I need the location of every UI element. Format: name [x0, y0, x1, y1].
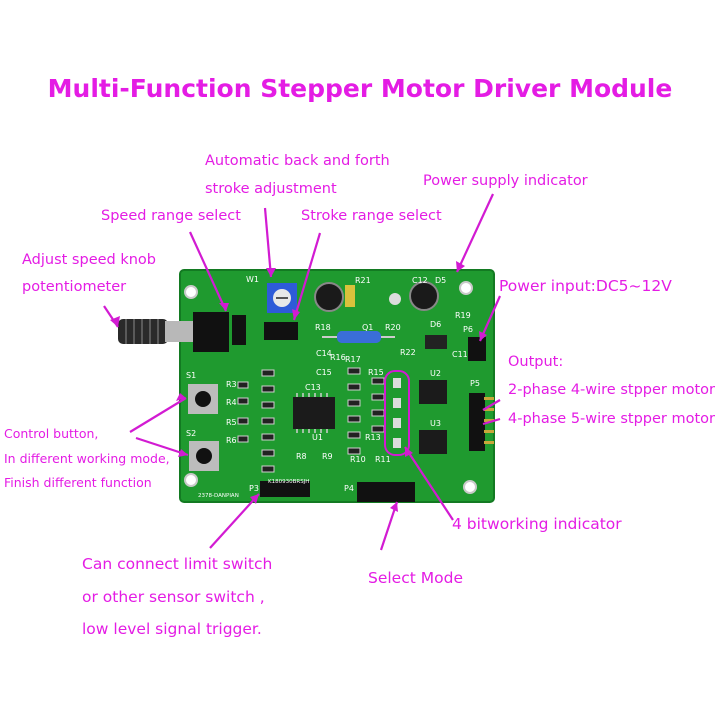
silk-r6: R6: [226, 436, 237, 445]
label-power-input: Power input:DC5~12V: [499, 277, 672, 295]
label-4-bitworking-indicator: 4 bitworking indicator: [452, 515, 622, 533]
capacitor: [409, 281, 439, 311]
silk-r18: R18: [315, 323, 331, 332]
diode: [345, 285, 355, 307]
silk-r4: R4: [226, 398, 237, 407]
silk-s2: S2: [186, 429, 196, 438]
silk-c13: C13: [305, 383, 321, 392]
label-adjust-speed-knob-line1: Adjust speed knob: [22, 252, 157, 268]
header-p3: [260, 481, 310, 497]
label-auto-back-forth-line2: stroke adjustment: [205, 181, 337, 197]
silk-r15: R15: [368, 368, 384, 377]
power-led: [389, 293, 401, 305]
label-limit-switch-line2: or other sensor switch ,: [82, 588, 265, 606]
speed-knob-potentiometer: [118, 312, 229, 352]
silk-c14: C14: [316, 349, 332, 358]
button-s2: [189, 441, 219, 471]
led-highlight: [384, 370, 410, 456]
silk-d6: D6: [430, 320, 441, 329]
label-auto-back-forth-line1: Automatic back and forth: [205, 153, 390, 169]
silk-q1: Q1: [362, 323, 373, 332]
ic-u3: [419, 430, 447, 454]
label-stroke-range-select: Stroke range select: [301, 208, 442, 224]
output-header: [469, 393, 485, 451]
label-power-supply-indicator: Power supply indicator: [423, 173, 588, 189]
label-select-mode: Select Mode: [368, 569, 463, 587]
label-speed-range-select: Speed range select: [101, 208, 241, 224]
label-control-button-line1: Control button,: [4, 426, 99, 441]
silk-r13: R13: [365, 433, 381, 442]
smd-resistors: [237, 367, 385, 473]
silk-p4: P4: [344, 484, 354, 493]
silk-r9: R9: [322, 452, 333, 461]
label-control-button-line3: Finish different function: [4, 475, 152, 490]
power-connector: [468, 337, 486, 361]
silk-r22: R22: [400, 348, 416, 357]
mounting-holes: [184, 281, 477, 494]
capacitor: [314, 282, 344, 312]
silk-u1: U1: [312, 433, 323, 442]
silk-u2: U2: [430, 369, 441, 378]
silk-p5: P5: [470, 379, 480, 388]
header-p4: [357, 482, 415, 502]
silk-board-code: 2378-DANPIAN: [198, 493, 239, 499]
button-s1: [188, 384, 218, 414]
silk-c11: C11: [452, 350, 468, 359]
label-output-2phase: 2-phase 4-wire stpper motor: [508, 382, 715, 398]
silk-r8: R8: [296, 452, 307, 461]
silk-c15: C15: [316, 368, 332, 377]
label-output: Output:: [508, 354, 564, 370]
silk-p6: P6: [463, 325, 473, 334]
label-limit-switch-line3: low level signal trigger.: [82, 620, 262, 638]
silk-r3: R3: [226, 380, 237, 389]
silk-r19: R19: [455, 311, 471, 320]
silk-r17: R17: [345, 355, 361, 364]
indicator-leds: [393, 378, 401, 448]
arrow-heads: [110, 261, 487, 512]
silk-r21: R21: [355, 276, 371, 285]
silk-s1: S1: [186, 371, 196, 380]
silk-r10: R10: [350, 455, 366, 464]
silk-w1: W1: [246, 275, 259, 284]
silk-r20: R20: [385, 323, 401, 332]
silk-u3: U3: [430, 419, 441, 428]
silk-r16: R16: [330, 353, 346, 362]
ic-u1: [293, 397, 335, 429]
ic-u2: [419, 380, 447, 404]
silk-batch-code: K180930BRSJH: [268, 479, 309, 485]
silk-r5: R5: [226, 418, 237, 427]
label-output-4phase: 4-phase 5-wire stpper motor: [508, 411, 715, 427]
stroke-trimmer: [267, 283, 297, 313]
label-limit-switch-line1: Can connect limit switch: [82, 555, 273, 573]
speed-range-jumper: [232, 315, 246, 345]
diagram-title: Multi-Function Stepper Motor Driver Modu…: [47, 74, 673, 103]
label-adjust-speed-knob-line2: potentiometer: [22, 279, 127, 295]
label-control-button-line2: In different working mode,: [4, 451, 170, 466]
silk-d5: D5: [435, 276, 446, 285]
pcb-board: [179, 269, 495, 503]
silk-p3: P3: [249, 484, 259, 493]
silk-c12: C12: [412, 276, 428, 285]
silk-r11: R11: [375, 455, 391, 464]
stroke-range-jumper: [264, 322, 298, 340]
